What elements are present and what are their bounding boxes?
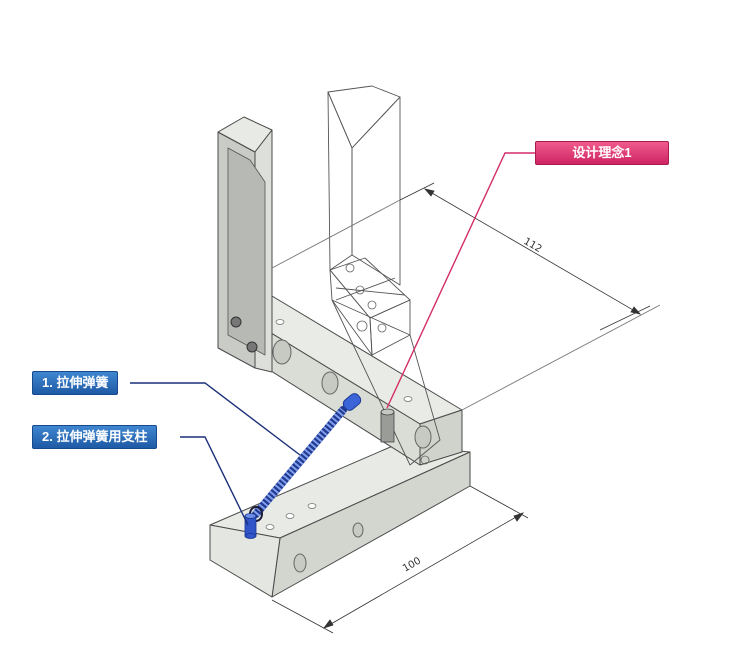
leader-line-spring-post (180, 436, 249, 526)
base-hole (265, 524, 275, 530)
left-plate-threaded-hole (246, 341, 258, 353)
base-side-hole (293, 553, 307, 573)
base-hole (285, 513, 295, 519)
arrow-head (322, 619, 334, 629)
support-post-top (244, 513, 257, 519)
support-post-body (244, 515, 257, 537)
left-vertical-plate (217, 116, 273, 373)
bracket-hole (420, 455, 430, 465)
arm-side-hole (272, 339, 292, 365)
extension-line (469, 485, 529, 519)
dimension-100 (271, 485, 529, 634)
extension-line (599, 305, 651, 331)
arrow-head (513, 512, 525, 522)
leader-line-design-concept (386, 152, 536, 409)
arm-side-hole (414, 425, 432, 449)
post-body (380, 411, 395, 443)
arm-top-hole (403, 396, 413, 402)
arm-top-hole (275, 319, 285, 325)
floor-guide-line (271, 199, 401, 269)
extension-line (271, 599, 334, 634)
base-plate (209, 444, 471, 598)
support-post-bottom (244, 533, 257, 539)
spring-support-post (244, 513, 257, 539)
post-top (380, 408, 395, 416)
bracket-edge (335, 287, 406, 296)
dimension-line-100 (323, 512, 524, 629)
dimension-label-112: 112 (522, 236, 544, 255)
spring-coil-highlight (252, 407, 347, 517)
callout-spring-post: 2. 拉伸弹簧用支柱 (32, 425, 158, 449)
base-hole (307, 503, 317, 509)
extension-line (399, 182, 435, 201)
bracket-lower-side (369, 299, 411, 356)
arm-end-face (419, 409, 463, 466)
leader-line-tension-spring (130, 382, 301, 456)
dimension-line-112 (424, 188, 641, 315)
bracket-hole (367, 300, 377, 310)
vertical-post (380, 408, 395, 443)
bracket-hole (345, 263, 355, 273)
bracket-upper-side (351, 96, 401, 286)
bracket-upper-front (327, 91, 353, 271)
left-plate-threaded-hole (230, 316, 242, 328)
dimension-label-100: 100 (401, 556, 423, 575)
arm-side-hole (321, 371, 339, 395)
arrow-head (630, 306, 642, 315)
spring-end-hook (342, 393, 362, 411)
base-side-hole (352, 522, 364, 538)
bracket-upper-top (327, 85, 401, 149)
bracket-hole (377, 323, 387, 333)
bracket-lower-block (329, 257, 411, 319)
base-plate-front-face (209, 524, 281, 598)
callout-tension-spring: 1. 拉伸弹簧 (32, 371, 119, 395)
arrow-head (423, 188, 435, 197)
tension-spring (249, 393, 362, 522)
bracket-edge (335, 277, 396, 301)
bracket-hole (356, 320, 368, 332)
left-plate-bevel (227, 147, 266, 356)
floor-guide-line (461, 304, 661, 411)
dimension-112 (399, 182, 651, 331)
callout-design-concept: 设计理念1 (535, 141, 669, 165)
